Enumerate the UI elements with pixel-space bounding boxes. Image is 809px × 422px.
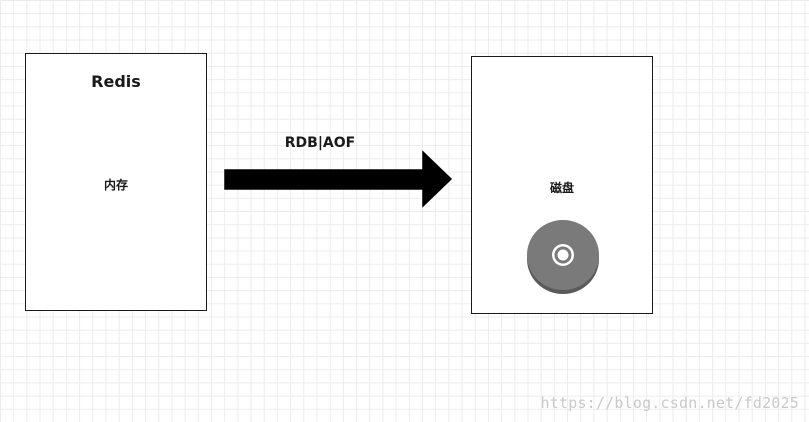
disk-label: 磁盘 [549, 181, 574, 195]
redis-title: Redis [91, 72, 141, 91]
persistence-arrow [224, 150, 453, 208]
watermark-text: https://blog.csdn.net/fd2025 [540, 394, 799, 412]
disk-icon [527, 220, 599, 294]
memory-label: 内存 [103, 178, 128, 192]
redis-memory-box: Redis 内存 [25, 53, 207, 311]
arrow-label: RDB|AOF [284, 135, 356, 151]
arrow-shape [224, 150, 453, 208]
